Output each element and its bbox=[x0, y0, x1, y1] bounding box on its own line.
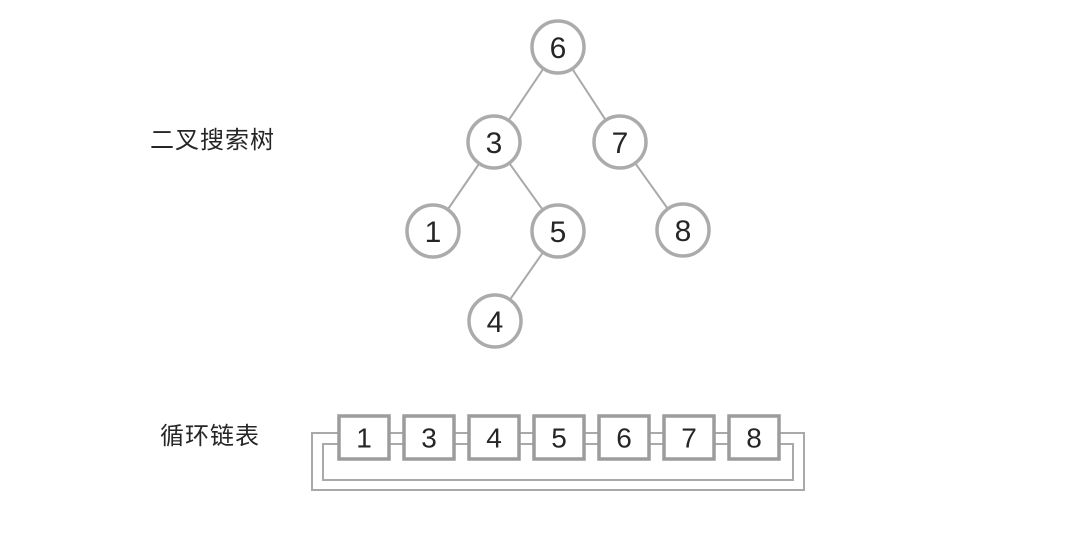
list-node-8 bbox=[727, 414, 781, 461]
tree-node-value-3: 3 bbox=[486, 127, 503, 160]
list-node-value-8: 8 bbox=[746, 423, 762, 454]
list-node-value-1: 1 bbox=[356, 423, 372, 454]
list-node-7 bbox=[662, 414, 716, 461]
list-loop-inner bbox=[322, 443, 794, 481]
list-node-4 bbox=[467, 414, 521, 461]
list-node-value-5: 5 bbox=[551, 423, 567, 454]
list-node-value-4: 4 bbox=[486, 423, 502, 454]
binary-search-tree-label: 二叉搜索树 bbox=[150, 127, 275, 154]
circular-linked-list-label: 循环链表 bbox=[160, 423, 260, 450]
tree-node-value-8: 8 bbox=[675, 215, 692, 248]
tree-node-value-4: 4 bbox=[487, 306, 504, 339]
tree-node-4 bbox=[467, 293, 523, 349]
list-node-value-6: 6 bbox=[616, 423, 632, 454]
tree-node-1 bbox=[405, 203, 461, 259]
list-node-5 bbox=[532, 414, 586, 461]
tree-node-8 bbox=[655, 202, 711, 258]
tree-node-value-7: 7 bbox=[612, 127, 629, 160]
tree-node-value-5: 5 bbox=[550, 216, 567, 249]
tree-node-5 bbox=[530, 203, 586, 259]
tree-node-value-6: 6 bbox=[550, 32, 567, 65]
tree-node-6 bbox=[530, 19, 586, 75]
list-node-value-3: 3 bbox=[421, 423, 437, 454]
tree-node-7 bbox=[592, 114, 648, 170]
tree-node-value-1: 1 bbox=[425, 216, 442, 249]
tree-node-3 bbox=[466, 114, 522, 170]
list-loop-outer bbox=[311, 432, 805, 491]
list-node-value-7: 7 bbox=[681, 423, 697, 454]
list-node-3 bbox=[402, 414, 456, 461]
list-node-1 bbox=[337, 414, 391, 461]
list-node-6 bbox=[597, 414, 651, 461]
